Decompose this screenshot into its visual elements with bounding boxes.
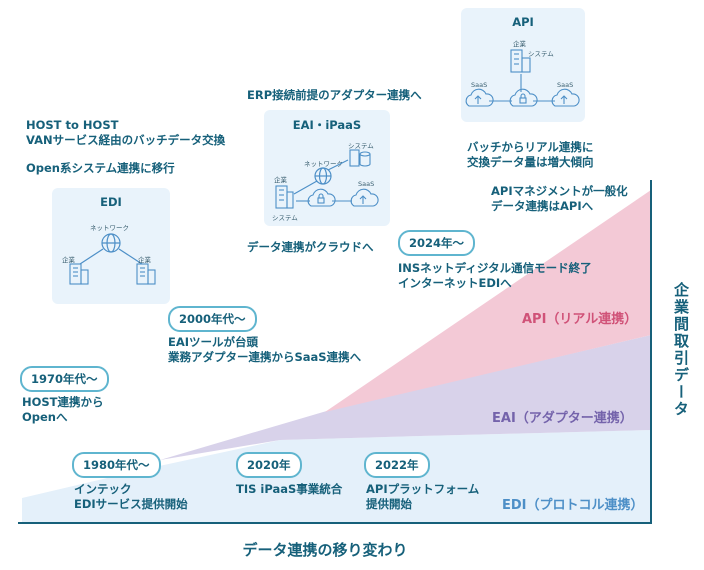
note-erp: ERP接続前提のアダプター連携へ: [247, 88, 422, 102]
event-2000s-line1: EAIツールが台頭: [168, 335, 259, 349]
edi-company-left-icon: [69, 263, 89, 285]
eai-saas-cloud-icon: [350, 188, 379, 207]
api-box-title: API: [512, 15, 534, 29]
eai-box-title: EAI・iPaaS: [292, 118, 362, 132]
edi-band: [22, 430, 651, 522]
edi-diagram-box: EDI ネットワーク 企業 企業: [52, 188, 170, 304]
badge-2024: 2024年〜: [398, 230, 476, 256]
badge-2000s: 2000年代〜: [168, 306, 257, 332]
note-batch-line2: 交換データ量は増大傾向: [467, 155, 594, 169]
api-lock-icon: [509, 88, 538, 107]
eai-band: [160, 335, 651, 460]
badge-1980s: 1980年代〜: [72, 452, 161, 478]
event-2024-line2: インターネットEDIへ: [398, 276, 512, 290]
eai-network-diagram: [275, 149, 379, 209]
edi-company-left-label: 企業: [62, 256, 75, 264]
eai-saas-label: SaaS: [358, 180, 375, 188]
note-open-shift: Open系システム連携に移行: [26, 161, 175, 175]
edi-globe-icon: [101, 233, 121, 253]
edi-box-title: EDI: [100, 195, 122, 209]
api-company-icon: [510, 49, 531, 73]
event-2022-line1: APIプラットフォーム: [366, 482, 480, 496]
api-saas-left-cloud-icon: [465, 88, 494, 107]
vertical-axis-title: 企業間取引データ: [672, 282, 690, 418]
band-label-api: API（リアル連携）: [522, 312, 638, 327]
event-2022-line2: 提供開始: [366, 497, 412, 511]
event-2000s-line2: 業務アダプター連携からSaaS連携へ: [168, 350, 362, 364]
event-2024-line1: INSネットディジタル通信モード終了: [398, 261, 592, 275]
event-1970s-line1: HOST連携から: [22, 395, 104, 409]
badge-2020: 2020年: [236, 452, 302, 478]
horizontal-axis-title: データ連携の移り変わり: [242, 541, 408, 559]
note-api-line1: APIマネジメントが一般化: [491, 184, 628, 198]
api-network-diagram: [465, 49, 580, 107]
note-batch-line1: バッチからリアル連携に: [467, 140, 594, 154]
edi-company-right-label: 企業: [138, 256, 151, 264]
note-cloud: データ連携がクラウドへ: [247, 240, 374, 254]
note-api-line2: データ連携はAPIへ: [491, 199, 594, 213]
api-diagram-box: API 企業 システム SaaS SaaS: [461, 8, 585, 122]
badge-2022: 2022年: [364, 452, 430, 478]
edi-network-diagram: [69, 233, 156, 285]
eai-company-label: 企業: [274, 176, 287, 184]
edi-network-label: ネットワーク: [90, 224, 129, 232]
event-2020-line1: TIS iPaaS事業統合: [236, 482, 343, 496]
edi-company-right-icon: [136, 263, 156, 285]
eai-diagram-box: EAI・iPaaS システム ネットワーク 企業 SaaS システム: [264, 110, 390, 226]
eai-company-icon: [275, 185, 294, 209]
api-saas-right-cloud-icon: [551, 88, 580, 107]
api-system-label: システム: [528, 50, 554, 58]
eai-lock-cloud-icon: [307, 188, 336, 207]
api-band: [325, 190, 651, 412]
api-saas-left-label: SaaS: [471, 81, 488, 89]
event-1970s-line2: Openへ: [22, 410, 68, 424]
band-label-eai: EAI（アダプター連携）: [492, 411, 633, 426]
eai-network-label: ネットワーク: [304, 160, 343, 168]
note-host-line1: HOST to HOST: [26, 118, 119, 132]
api-saas-right-label: SaaS: [557, 81, 574, 89]
eai-system-top-label: システム: [348, 142, 374, 150]
eai-system-bottom-label: システム: [272, 214, 298, 222]
note-host-line2: VANサービス経由のバッチデータ交換: [26, 133, 226, 147]
event-1980s-line1: インテック: [74, 482, 132, 496]
eai-database-icon: [349, 149, 371, 167]
eai-globe-icon: [314, 167, 332, 185]
band-label-edi: EDI（プロトコル連携）: [502, 498, 644, 513]
badge-1970s: 1970年代〜: [20, 366, 109, 392]
event-1980s-line2: EDIサービス提供開始: [74, 497, 188, 511]
api-company-label: 企業: [513, 40, 526, 48]
